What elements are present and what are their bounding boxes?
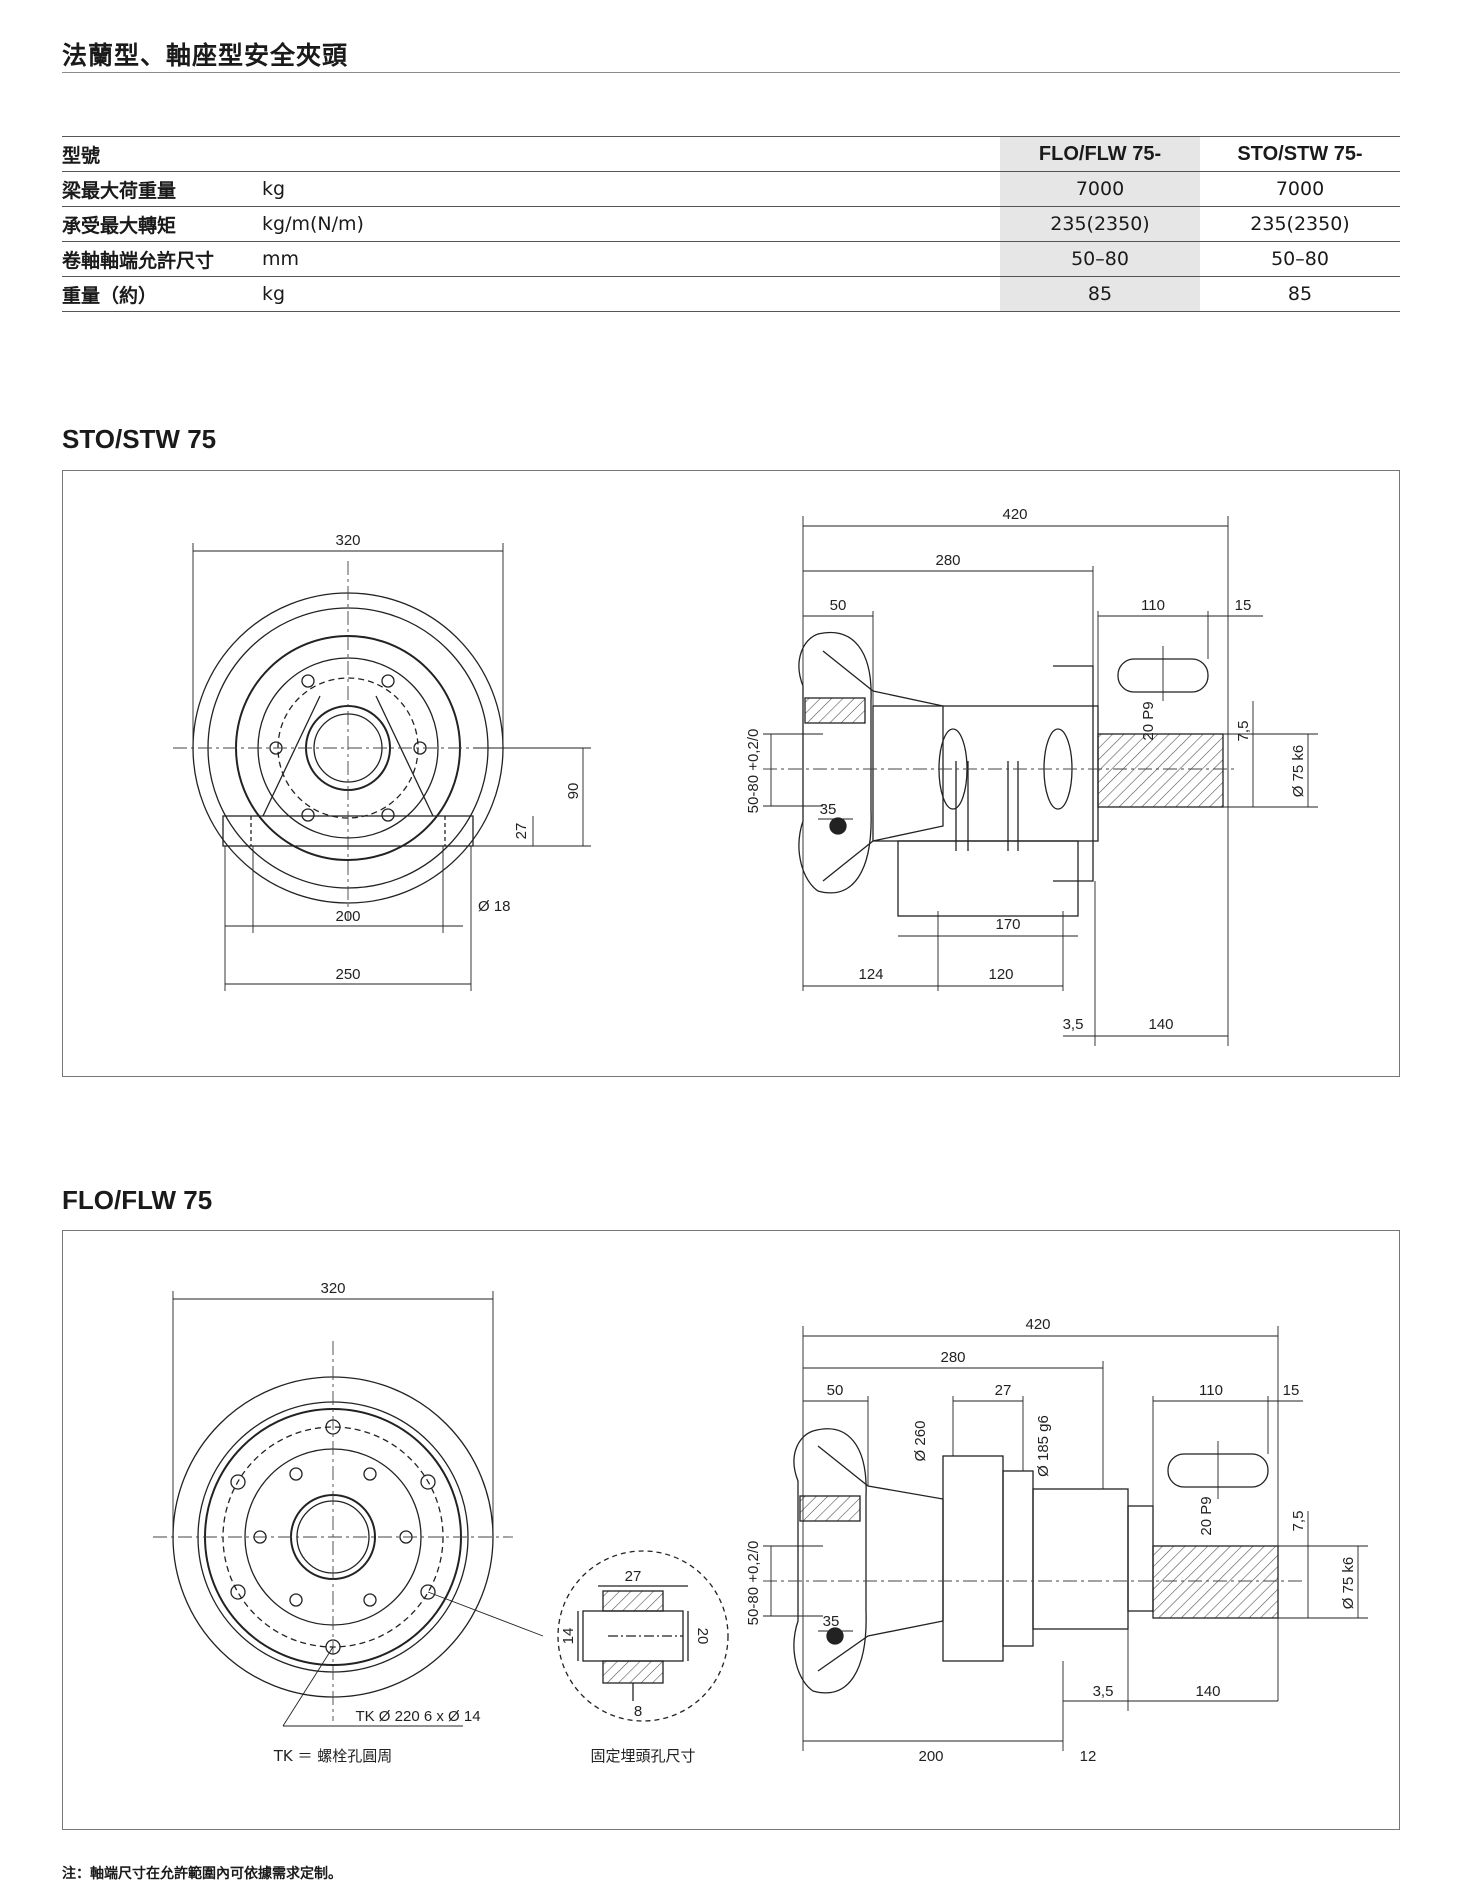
row-value-flo: 235(2350) bbox=[1000, 206, 1200, 242]
row-value-flo: 50–80 bbox=[1000, 241, 1200, 277]
table-row: 重量（約） kg 85 85 bbox=[62, 276, 1400, 312]
dim-27: 27 bbox=[995, 1382, 1012, 1399]
dim-tk-bolt-circle: TK Ø 220 6 x Ø 14 bbox=[355, 1708, 480, 1725]
detail-dim-27: 27 bbox=[625, 1568, 642, 1585]
dim-35: 35 bbox=[820, 801, 837, 818]
table-header-row: 型號 FLO/FLW 75- STO/STW 75- bbox=[62, 136, 1400, 172]
dim-200: 200 bbox=[918, 1748, 943, 1765]
dim-dia18: Ø 18 bbox=[478, 898, 511, 915]
row-label: 卷軸軸端允許尺寸 bbox=[62, 241, 262, 277]
dim-15: 15 bbox=[1283, 1382, 1300, 1399]
detail-dim-14: 14 bbox=[560, 1628, 577, 1645]
dim-170: 170 bbox=[995, 916, 1020, 933]
header-label: 型號 bbox=[62, 136, 262, 172]
flo-drawing-frame: 320 TK Ø 220 6 x Ø 14 TK ＝ 螺栓孔圓周 固定埋頭孔尺寸… bbox=[62, 1230, 1400, 1830]
dim-140: 140 bbox=[1195, 1683, 1220, 1700]
sto-drawing-frame: 320 90 27 Ø 18 200 250 420 280 50 110 15… bbox=[62, 470, 1400, 1077]
header-col-flo: FLO/FLW 75- bbox=[1000, 136, 1200, 172]
dim-3-5: 3,5 bbox=[1093, 1683, 1114, 1700]
dim-15: 15 bbox=[1235, 597, 1252, 614]
dim-120: 120 bbox=[988, 966, 1013, 983]
row-value-sto: 50–80 bbox=[1200, 241, 1400, 277]
dim-110: 110 bbox=[1199, 1382, 1223, 1399]
table-row: 承受最大轉矩 kg/m(N/m) 235(2350) 235(2350) bbox=[62, 206, 1400, 242]
row-value-flo: 85 bbox=[1000, 276, 1200, 312]
dim-320: 320 bbox=[335, 532, 360, 549]
dim-280: 280 bbox=[940, 1349, 965, 1366]
dim-dia260: Ø 260 bbox=[912, 1421, 929, 1462]
dim-dia75k6: Ø 75 k6 bbox=[1290, 745, 1307, 798]
detail-dim-20: 20 bbox=[694, 1628, 711, 1645]
header-unit bbox=[262, 136, 1000, 172]
dim-420: 420 bbox=[1002, 506, 1027, 523]
tk-legend: TK ＝ 螺栓孔圓周 bbox=[273, 1747, 393, 1765]
row-unit: kg/m(N/m) bbox=[262, 206, 1000, 242]
header-col-sto: STO/STW 75- bbox=[1200, 136, 1400, 172]
table-row: 卷軸軸端允許尺寸 mm 50–80 50–80 bbox=[62, 241, 1400, 277]
spec-table: 型號 FLO/FLW 75- STO/STW 75- 梁最大荷重量 kg 700… bbox=[62, 136, 1400, 312]
dim-7-5: 7,5 bbox=[1235, 721, 1252, 742]
sto-section-title: STO/STW 75 bbox=[62, 424, 217, 454]
dim-420: 420 bbox=[1025, 1316, 1050, 1333]
dim-50: 50 bbox=[827, 1382, 844, 1399]
dim-90: 90 bbox=[565, 783, 582, 800]
dim-200: 200 bbox=[335, 908, 360, 925]
footnote: 注：軸端尺寸在允許範圍內可依據需求定制。 bbox=[62, 1866, 342, 1882]
dim-dia185g6: Ø 185 g6 bbox=[1035, 1415, 1052, 1477]
dim-35: 35 bbox=[823, 1613, 840, 1630]
dim-50-80-tolerance: 50-80 +0,2/0 bbox=[745, 729, 762, 814]
table-row: 梁最大荷重量 kg 7000 7000 bbox=[62, 171, 1400, 207]
dim-140: 140 bbox=[1148, 1016, 1173, 1033]
dim-20p9: 20 P9 bbox=[1140, 701, 1157, 740]
dim-12: 12 bbox=[1080, 1748, 1097, 1765]
row-label: 梁最大荷重量 bbox=[62, 171, 262, 207]
row-value-sto: 235(2350) bbox=[1200, 206, 1400, 242]
row-label: 承受最大轉矩 bbox=[62, 206, 262, 242]
row-value-flo: 7000 bbox=[1000, 171, 1200, 207]
dim-50: 50 bbox=[830, 597, 847, 614]
dim-27: 27 bbox=[513, 823, 530, 840]
flo-drawing: 320 TK Ø 220 6 x Ø 14 TK ＝ 螺栓孔圓周 固定埋頭孔尺寸… bbox=[153, 1280, 1368, 1765]
dim-3-5: 3,5 bbox=[1063, 1016, 1084, 1033]
row-value-sto: 85 bbox=[1200, 276, 1400, 312]
dim-250: 250 bbox=[335, 966, 360, 983]
row-unit: kg bbox=[262, 276, 1000, 312]
countersink-caption: 固定埋頭孔尺寸 bbox=[590, 1747, 695, 1765]
dim-20p9: 20 P9 bbox=[1198, 1496, 1215, 1535]
row-value-sto: 7000 bbox=[1200, 171, 1400, 207]
sto-side-view bbox=[798, 631, 1224, 917]
detail-dim-8: 8 bbox=[634, 1703, 642, 1720]
dim-280: 280 bbox=[935, 552, 960, 569]
flo-section-title: FLO/FLW 75 bbox=[62, 1185, 213, 1215]
dim-110: 110 bbox=[1141, 597, 1165, 614]
page-title: 法蘭型、軸座型安全夾頭 bbox=[62, 41, 349, 70]
row-unit: mm bbox=[262, 241, 1000, 277]
row-label: 重量（約） bbox=[62, 276, 262, 312]
countersink-detail bbox=[557, 1550, 729, 1722]
dim-dia75k6: Ø 75 k6 bbox=[1340, 1557, 1357, 1610]
dim-50-80-tolerance: 50-80 +0,2/0 bbox=[745, 1541, 762, 1626]
dim-320: 320 bbox=[320, 1280, 345, 1297]
dim-7-5: 7,5 bbox=[1290, 1511, 1307, 1532]
row-unit: kg bbox=[262, 171, 1000, 207]
dim-124: 124 bbox=[858, 966, 883, 983]
sto-drawing: 320 90 27 Ø 18 200 250 420 280 50 110 15… bbox=[173, 506, 1318, 1046]
title-divider bbox=[62, 72, 1400, 73]
